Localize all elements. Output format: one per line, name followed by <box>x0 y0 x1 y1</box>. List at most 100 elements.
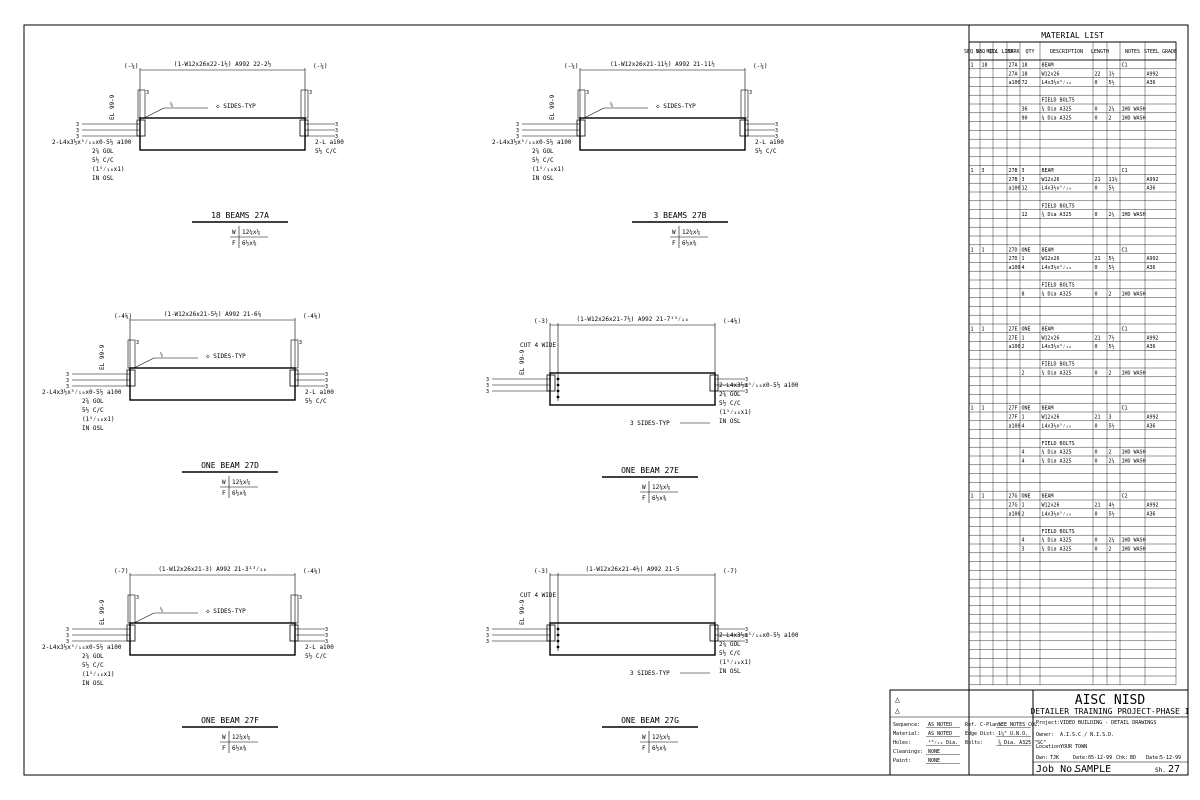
material-list-cell: 1HD WASH <box>1122 450 1146 456</box>
left-connection-note: 5½ C/C <box>532 157 554 164</box>
left-offset-dim: (-¼) <box>564 63 578 70</box>
material-list-cell: 5½ <box>1109 255 1115 262</box>
note-value: NONE <box>928 758 940 764</box>
note-value: ¹³⁄₁₆ Dia. <box>928 740 958 746</box>
material-list-cell: A36 <box>1147 423 1156 429</box>
material-list-cell: L4x3½x⁵⁄₁₆ <box>1042 343 1072 350</box>
material-list-cell: 27A <box>1009 71 1018 77</box>
note-label: Bolts: <box>965 740 983 746</box>
material-list-cell: 0 <box>1095 291 1098 297</box>
material-list-cell: 1HD WASH <box>1122 547 1146 553</box>
note-label: Material: <box>893 731 920 737</box>
elevation-label: EL 99-9 <box>519 349 526 375</box>
material-list-cell: BEAM <box>1042 327 1054 333</box>
left-connection-note: IN OSL <box>82 425 104 432</box>
material-list-cell: FIELD BOLTS <box>1042 441 1075 447</box>
right-offset-dim: (-4⅛) <box>303 313 321 320</box>
left-offset-dim: (-4⅛) <box>114 313 132 320</box>
material-list-cell: W12x26 <box>1042 415 1060 421</box>
material-list-cell: 0 <box>1095 423 1098 429</box>
support-member-mark: 3 <box>486 633 489 639</box>
note-value: ¾ Dia. A325 "SC" <box>998 740 1046 746</box>
support-member-mark: 3 <box>486 377 489 383</box>
size-f-value: 6½x⅜ <box>652 745 667 752</box>
material-list-cell: 5½ <box>1109 79 1115 86</box>
material-list-cell: ¾ Dia A325 <box>1042 459 1072 465</box>
material-list-cell: 2¼ <box>1109 538 1115 544</box>
support-member-mark: 3 <box>775 134 778 140</box>
left-connection-note: 2-L4x3½x⁵⁄₁₆x0-5½ a100 <box>52 139 132 146</box>
weld-size: ¼ <box>170 102 173 108</box>
title-org: AISC NISD <box>1075 693 1146 708</box>
material-list-cell: BEAM <box>1042 63 1054 69</box>
size-w-value: 12¼x¼ <box>652 484 670 491</box>
material-list-cell: 4 <box>1022 450 1025 456</box>
title-field-label: Project: <box>1036 720 1060 726</box>
left-connection-angle <box>546 374 556 392</box>
date2-value: 5-12-99 <box>1160 755 1181 761</box>
weld-size: ¼ <box>610 102 613 108</box>
beam-callout-label: (1-W12x26x21-3) A992 21-3¹³⁄₁₆ <box>158 566 266 573</box>
right-connection-angle <box>289 624 299 642</box>
left-connection-note: 2⅝ GOL <box>532 148 554 155</box>
material-list-header-cell: MILL LIST <box>986 49 1013 55</box>
size-f-value: 6½x⅜ <box>232 745 247 752</box>
title-field-value: YOUR TOWN <box>1060 744 1087 750</box>
right-connection-note: IN OSL <box>719 418 741 425</box>
material-list-cell: 3 <box>1022 168 1025 174</box>
material-list-cell: 27E <box>1009 335 1018 341</box>
material-list-cell: ONE <box>1022 247 1031 253</box>
right-connection-note: 2-L a100 <box>315 139 344 146</box>
right-column-stub <box>740 89 749 119</box>
material-list-cell: A992 <box>1147 256 1159 262</box>
material-list-cell: L4x3½x⁵⁄₁₆ <box>1042 422 1072 429</box>
material-list-cell: 72 <box>1022 80 1028 86</box>
material-list-cell: ¾ Dia A325 <box>1042 291 1072 297</box>
weld-size: ¼ <box>160 352 163 358</box>
material-list-cell: 90 <box>1022 115 1028 121</box>
weld-leader <box>133 612 155 624</box>
material-list-cell: 2 <box>1109 115 1112 121</box>
elevation-label: EL 99-9 <box>99 599 106 625</box>
right-connection-note: (1⁵⁄₁₆x1) <box>719 659 752 666</box>
left-connection-note: 5½ C/C <box>82 407 104 414</box>
size-f-value: 6½x⅜ <box>242 240 257 247</box>
material-list-cell: 1 <box>971 168 974 174</box>
material-list-cell: L4x3½x⁵⁄₁₆ <box>1042 79 1072 86</box>
sheet-label: Sh. <box>1155 767 1166 774</box>
title-field-value: A.I.S.C / N.I.S.D. <box>1060 732 1114 738</box>
material-list-cell: C1 <box>1122 406 1128 412</box>
bolt-hole <box>556 383 560 387</box>
material-list-cell: 21 <box>1095 256 1101 262</box>
material-list-cell: 5½ <box>1109 185 1115 192</box>
material-list-cell: ONE <box>1022 494 1031 500</box>
material-list-cell: A992 <box>1147 177 1159 183</box>
bolt-hole <box>556 639 560 643</box>
material-list-cell: C1 <box>1122 63 1128 69</box>
material-list-cell: 1HD WASH <box>1122 371 1146 377</box>
right-column-stub <box>290 594 299 624</box>
left-connection-angle <box>546 624 556 642</box>
material-list-header-cell: STEEL GRADE <box>1144 49 1177 55</box>
material-list-cell: 1 <box>982 247 985 253</box>
material-list-cell: BEAM <box>1042 247 1054 253</box>
beam-body <box>549 372 716 406</box>
material-list-cell: 0 <box>1095 547 1098 553</box>
date-value: 05-12-99 <box>1088 755 1112 761</box>
size-f-value: 6½x⅜ <box>652 495 667 502</box>
material-list-title: MATERIAL LIST <box>1041 31 1104 40</box>
material-list-cell: A36 <box>1147 186 1156 192</box>
support-member-mark: 3 <box>325 372 328 378</box>
material-list-cell: 36 <box>1022 107 1028 113</box>
support-member-mark: 3 <box>325 633 328 639</box>
right-offset-dim: (-4⅛) <box>723 318 741 325</box>
left-connection-note: 2⅝ GOL <box>82 653 104 660</box>
weld-note-3-sides: 3 SIDES-TYP <box>630 420 670 427</box>
support-member-mark: 3 <box>325 384 328 390</box>
support-member-mark: 3 <box>325 639 328 645</box>
size-w-label: W <box>672 229 676 236</box>
material-list-cell: 5½ <box>1109 264 1115 271</box>
material-list-cell: 0 <box>1095 450 1098 456</box>
